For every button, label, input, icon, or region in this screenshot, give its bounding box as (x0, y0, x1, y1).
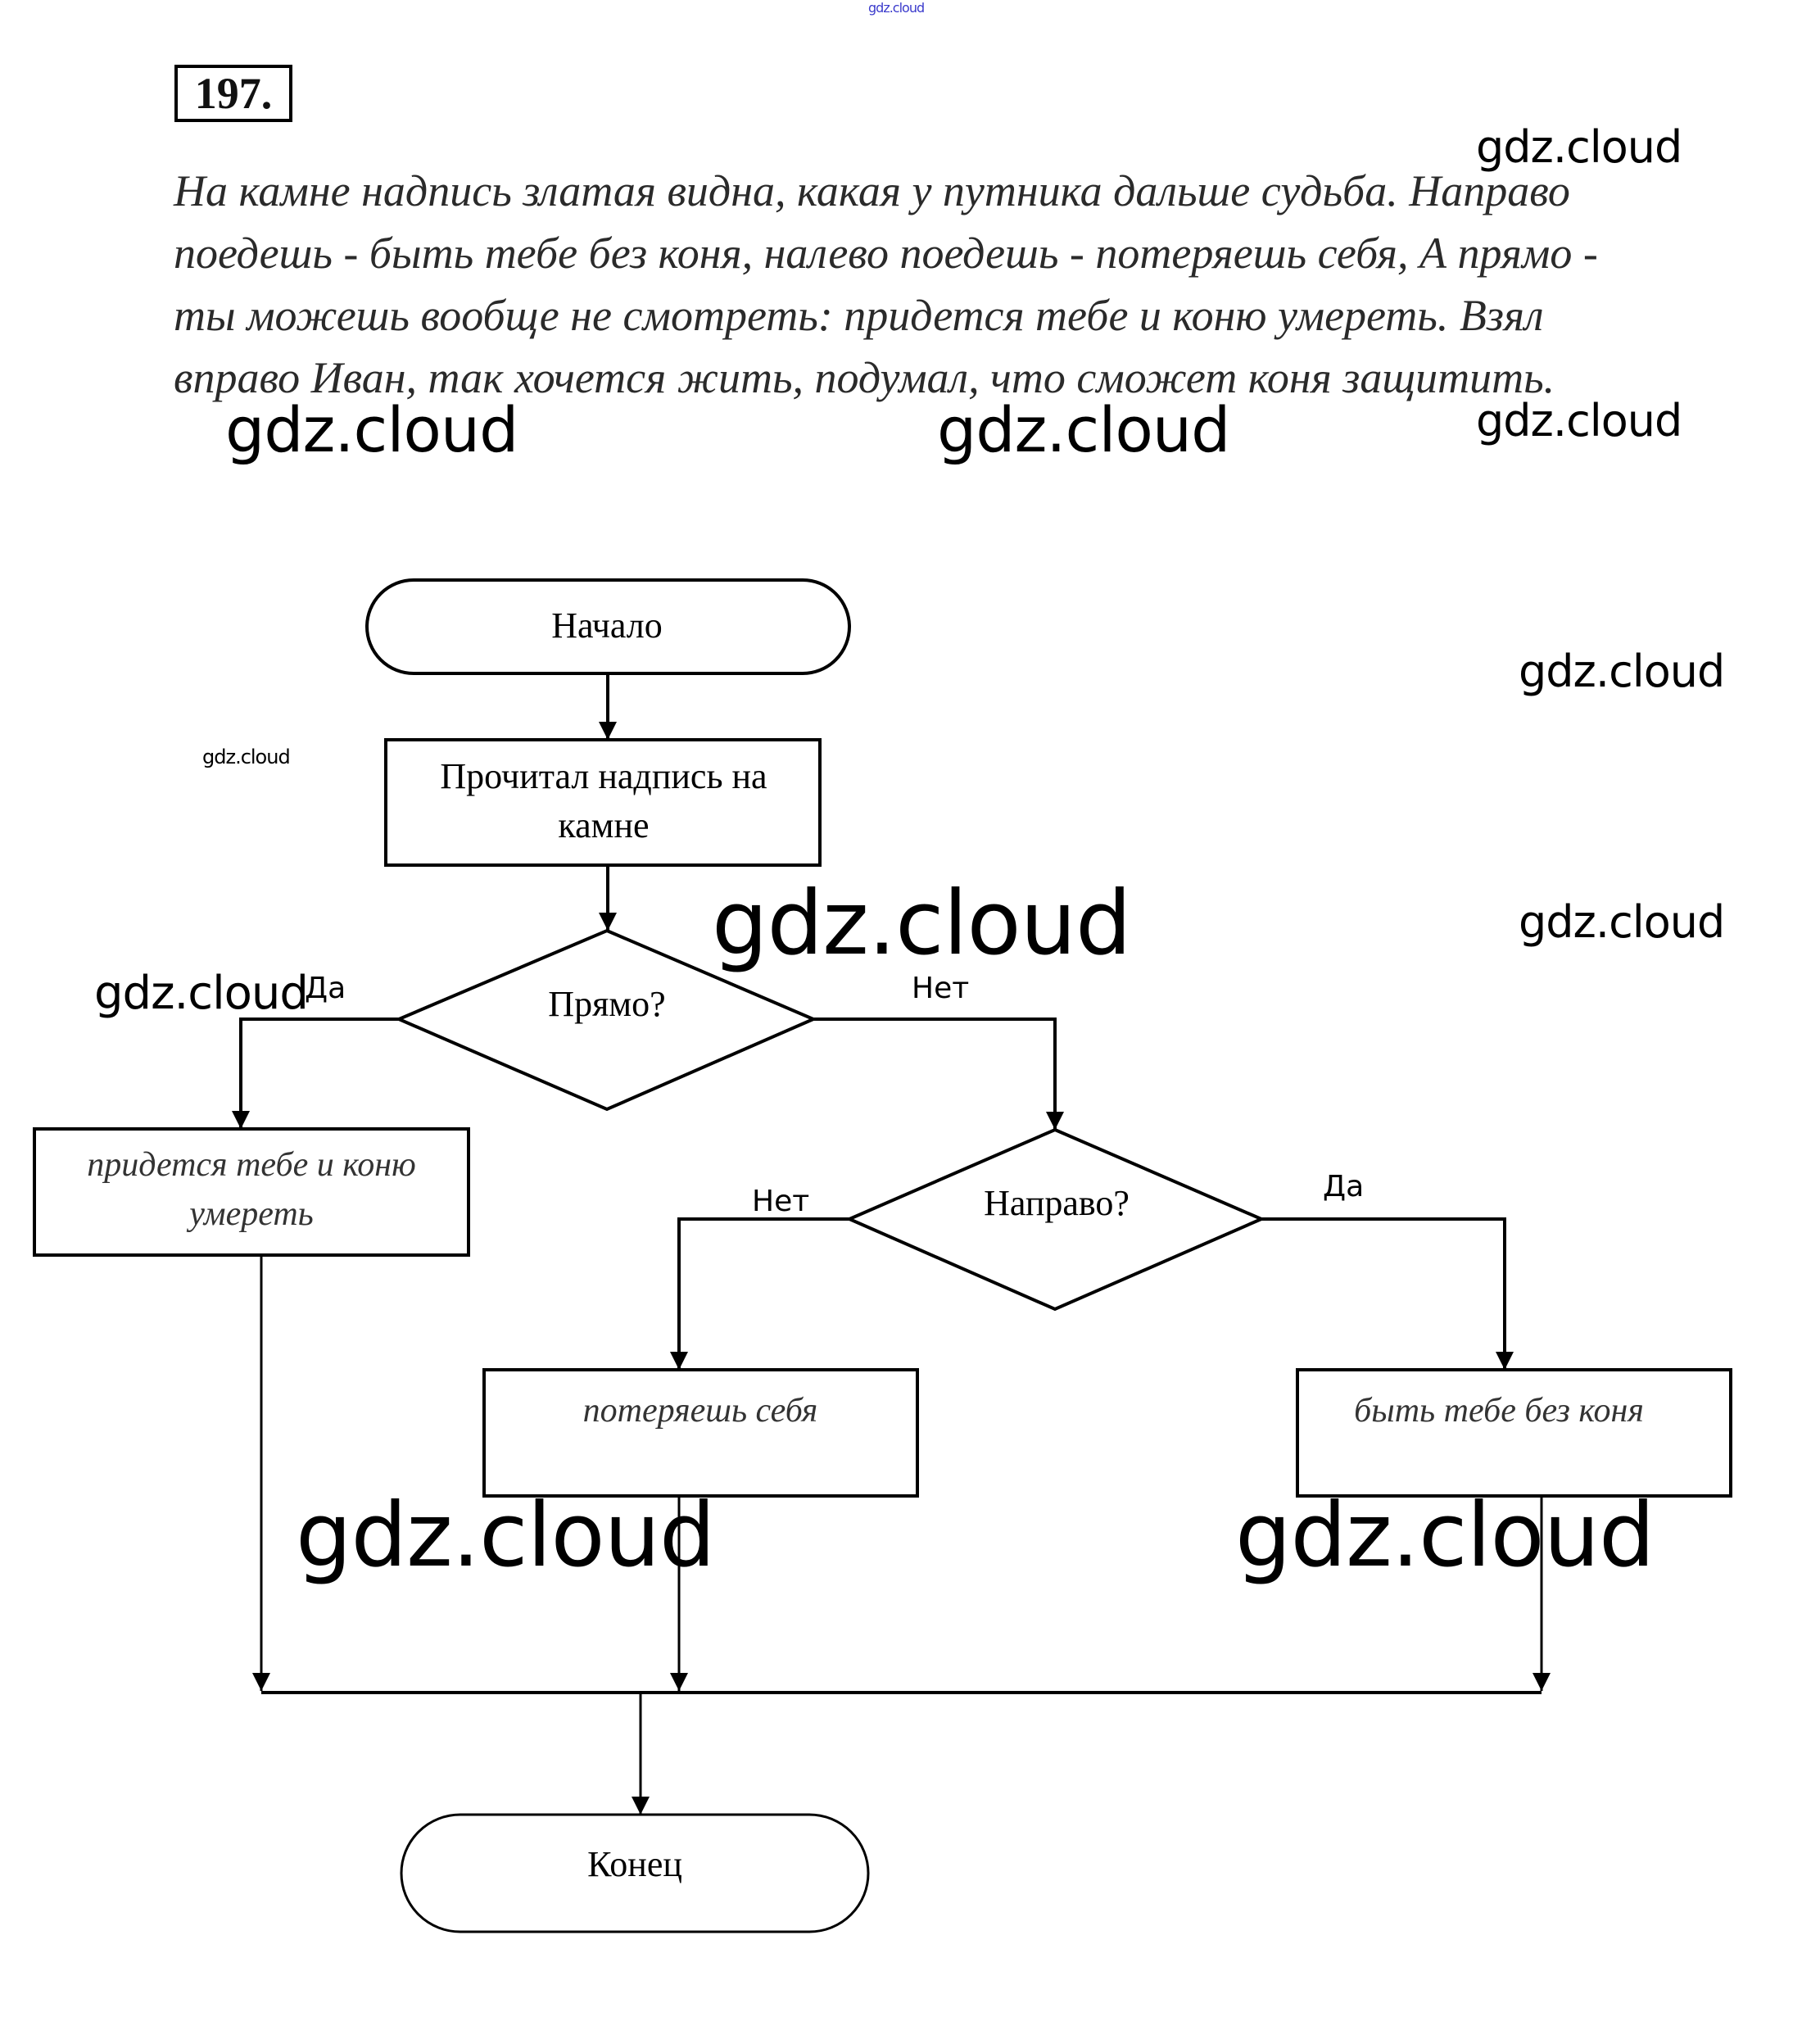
decision1-yes-path (232, 1018, 399, 1129)
end-label: Конец (587, 1844, 682, 1884)
text-line: На камне надпись златая видна, какая у п… (174, 166, 1570, 215)
watermark: gdz.cloud (712, 872, 1132, 975)
decision1-diamond (394, 928, 818, 1112)
watermark: gdz.cloud (1519, 896, 1725, 948)
watermark: gdz.cloud (1519, 646, 1725, 697)
watermark: gdz.cloud (296, 1484, 716, 1587)
end-terminal (400, 1813, 870, 1933)
decision2-no-label: Нет (752, 1185, 809, 1218)
read-step-box (384, 738, 822, 867)
text-line: вправо Иван, так хочется жить, подумал, … (174, 353, 1555, 402)
decision2-no-path (670, 1217, 849, 1370)
left-result-box (482, 1368, 919, 1498)
watermark: gdz.cloud (94, 967, 309, 1020)
right-result-box (1296, 1368, 1732, 1498)
watermark: gdz.cloud (225, 393, 518, 466)
read-step-label-1: Прочитал надпись на (440, 756, 767, 796)
watermark: gdz.cloud (937, 393, 1230, 466)
watermark: gdz.cloud (202, 746, 291, 768)
right-result-label: быть тебе без коня (1354, 1392, 1644, 1430)
decision1-yes-label: Да (305, 972, 346, 1005)
watermark: gdz.cloud (1235, 1484, 1655, 1587)
left-result-label: потеряешь себя (583, 1392, 818, 1430)
watermark-top: gdz.cloud (868, 0, 925, 16)
straight-result-label-1: придется тебе и коню (87, 1146, 416, 1184)
text-line: поедешь - быть тебе без коня, налево пое… (174, 229, 1598, 278)
exercise-number: 197. (174, 65, 292, 122)
decision1-label: Прямо? (548, 984, 665, 1024)
straight-result-label-2: умереть (186, 1195, 314, 1233)
read-step-label-2: камне (558, 805, 649, 845)
watermark: gdz.cloud (1476, 121, 1682, 173)
exercise-text: На камне надпись златая видна, какая у п… (174, 160, 1730, 409)
watermark: gdz.cloud (1476, 395, 1682, 446)
start-label: Начало (551, 605, 663, 646)
decision2-label: Направо? (984, 1183, 1130, 1223)
decision1-no-label: Нет (912, 972, 969, 1005)
text-line: ты можешь вообще не смотреть: придется т… (174, 291, 1544, 340)
decision2-yes-path (1261, 1217, 1514, 1370)
straight-result-box (33, 1127, 470, 1257)
decision1-no-path (813, 1018, 1064, 1130)
decision2-yes-label: Да (1323, 1170, 1364, 1203)
decision2-diamond (844, 1127, 1266, 1312)
